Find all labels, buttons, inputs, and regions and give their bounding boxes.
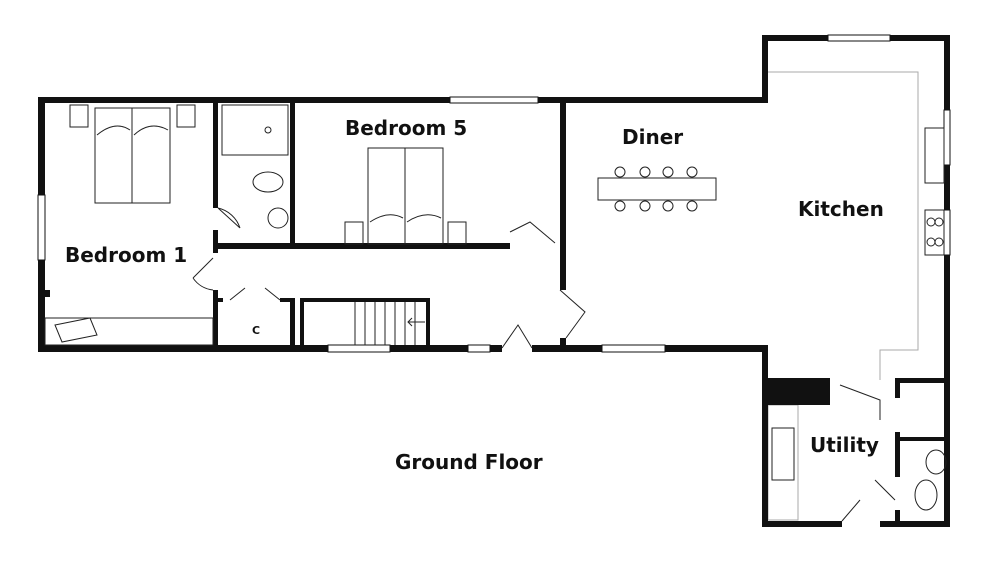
room-label-bedroom-1: Bedroom 1 [65, 243, 187, 267]
room-label-kitchen: Kitchen [798, 197, 884, 221]
windows [37, 34, 951, 353]
stairs [354, 302, 425, 345]
bathroom-fixtures [221, 104, 289, 229]
kitchen-worktop [768, 71, 919, 380]
room-label-cupboard: C [252, 324, 260, 337]
doors [192, 207, 896, 522]
floor-title: Ground Floor [395, 450, 543, 474]
kitchen-appliances [924, 127, 945, 256]
dining-table [597, 166, 717, 212]
bed-bedroom5 [344, 147, 467, 245]
chair-icon [54, 317, 98, 343]
room-label-bedroom-5: Bedroom 5 [345, 116, 467, 140]
bed-bedroom1 [69, 104, 196, 204]
utility-fixtures [771, 427, 947, 511]
wardrobe [44, 317, 214, 346]
room-label-utility: Utility [810, 433, 879, 457]
room-label-diner: Diner [622, 125, 683, 149]
